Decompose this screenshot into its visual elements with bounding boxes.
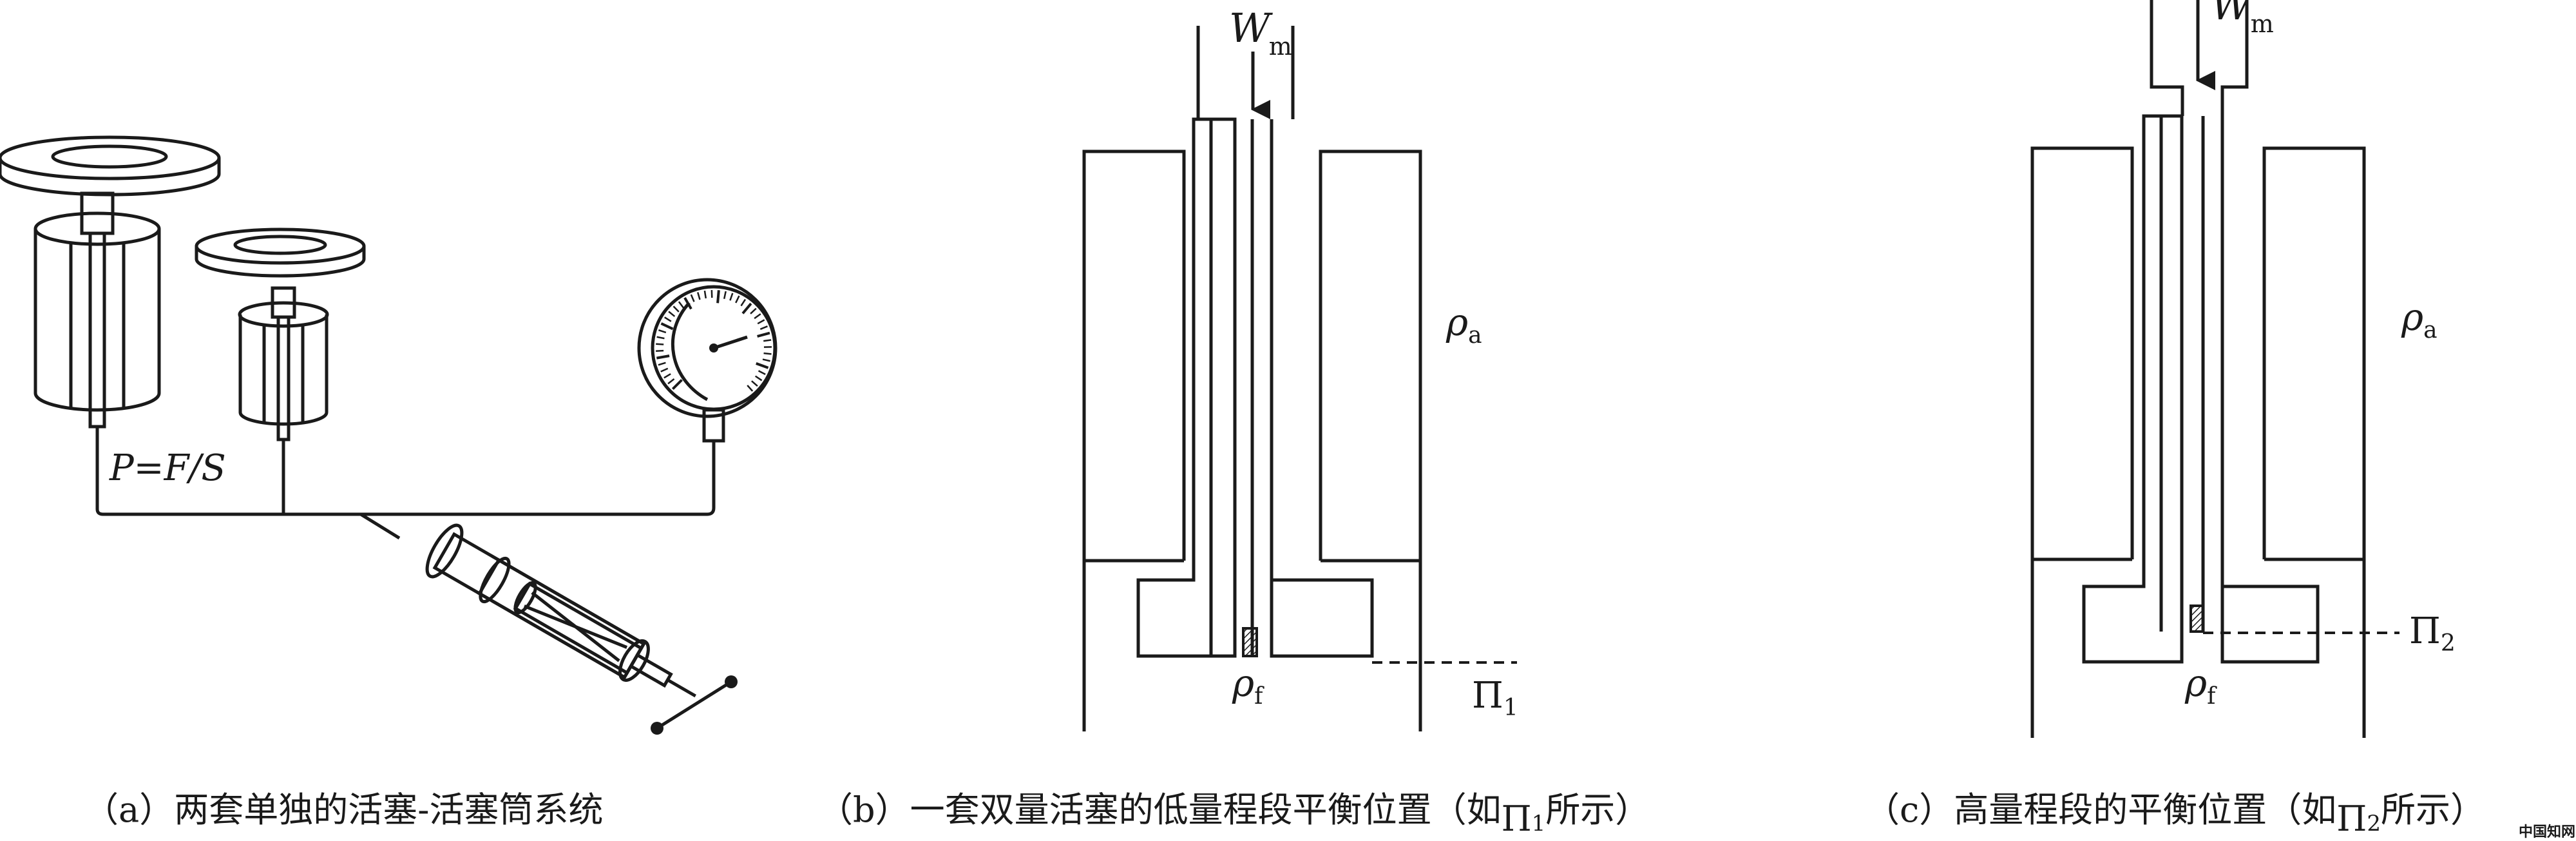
- panel-c: Wm ρa ρf Π2 （c）高量程段的平衡位置（如Π2所示）: [1865, 0, 2485, 839]
- dial-tick: [741, 302, 752, 314]
- watermark-text: 中国知网: [2519, 824, 2575, 840]
- dial-tick: [751, 380, 758, 387]
- small-piston-gauge: [195, 227, 366, 512]
- dual-range-piston-c: [2082, 114, 2320, 664]
- dial-tick: [673, 305, 680, 313]
- load-symbol-b: Wm: [1229, 5, 1292, 61]
- dial-tick: [756, 362, 769, 369]
- large-piston-gauge: [0, 135, 221, 509]
- dial-tick: [683, 297, 692, 310]
- load-stem-c: [2150, 0, 2249, 116]
- dial-tick: [754, 313, 761, 320]
- dial-tick: [740, 298, 747, 307]
- dial-tick: [762, 358, 770, 362]
- load-symbol-c: Wm: [2211, 0, 2274, 38]
- dial-tick: [763, 352, 772, 355]
- rho-a-label-b: ρa: [1445, 300, 1482, 349]
- dial-tick: [664, 316, 672, 322]
- caption-b: （b）一套双量活塞的低量程段平衡位置（如Π1所示）: [818, 789, 1650, 839]
- dial-tick: [658, 362, 666, 366]
- dial-tick: [757, 319, 765, 325]
- piston-hatch-b: [1242, 627, 1258, 657]
- rho-f-label-b: ρf: [1232, 661, 1264, 710]
- pump-handle: [651, 675, 738, 735]
- dial-tick: [716, 290, 720, 304]
- dial-tick: [735, 295, 740, 304]
- connecting-pipe: [95, 496, 716, 516]
- cylinder-body-c: [2030, 146, 2366, 738]
- dial-tick: [723, 291, 727, 299]
- dial-tick: [747, 385, 754, 392]
- large-weight-disk: [0, 135, 221, 197]
- force-area-formula: P=F/S: [109, 447, 226, 489]
- dial-tick: [696, 292, 701, 300]
- dial-tick: [678, 301, 685, 309]
- dial-tick: [668, 311, 676, 317]
- small-weight-disk: [195, 227, 366, 278]
- panel-a: P=F/S （a）两套单独的活塞-活塞筒系统: [0, 135, 778, 830]
- level-label-c: Π2: [2409, 610, 2456, 657]
- rho-f-label-c: ρf: [2184, 661, 2217, 710]
- screw-press-pump: [425, 523, 738, 735]
- dial-pressure-gauge: [637, 278, 778, 496]
- dial-tick: [663, 373, 671, 379]
- cylinder-body-b: [1082, 150, 1422, 731]
- dial-tick: [656, 336, 665, 340]
- load-stem-b: [1196, 26, 1295, 119]
- dial-tick: [658, 329, 667, 334]
- level-label-b: Π1: [1472, 675, 1518, 721]
- dial-ticks: [656, 290, 772, 392]
- rho-a-label-c: ρa: [2401, 295, 2438, 343]
- dial-tick: [703, 290, 707, 299]
- piston-hatch-c: [2190, 604, 2204, 633]
- dial-tick: [763, 339, 772, 342]
- dial-tick: [758, 370, 766, 375]
- small-cylinder: [238, 286, 329, 512]
- dial-tick: [757, 331, 770, 338]
- watermark-logo: 中国知网: [2519, 824, 2575, 840]
- dial-tick: [759, 325, 768, 330]
- dial-tick: [754, 375, 763, 382]
- dial-tick: [660, 322, 674, 331]
- caption-a: （a）两套单独的活塞-活塞筒系统: [84, 789, 603, 830]
- dial-tick: [656, 343, 664, 345]
- dial-tick: [656, 354, 670, 360]
- panel-b: Wm ρa ρf Π1 （b）一套双量活塞的低量程段平衡位置（如Π1所示）: [818, 5, 1650, 839]
- dial-tick: [667, 378, 675, 385]
- dial-tick: [690, 294, 695, 302]
- dial-tick: [750, 307, 757, 314]
- dual-range-piston-b: [1136, 117, 1374, 658]
- large-cylinder: [33, 191, 161, 509]
- caption-c: （c）高量程段的平衡位置（如Π2所示）: [1865, 789, 2485, 839]
- dial-tick: [671, 379, 683, 391]
- dial-tick: [660, 367, 669, 372]
- dial-tick: [729, 293, 734, 301]
